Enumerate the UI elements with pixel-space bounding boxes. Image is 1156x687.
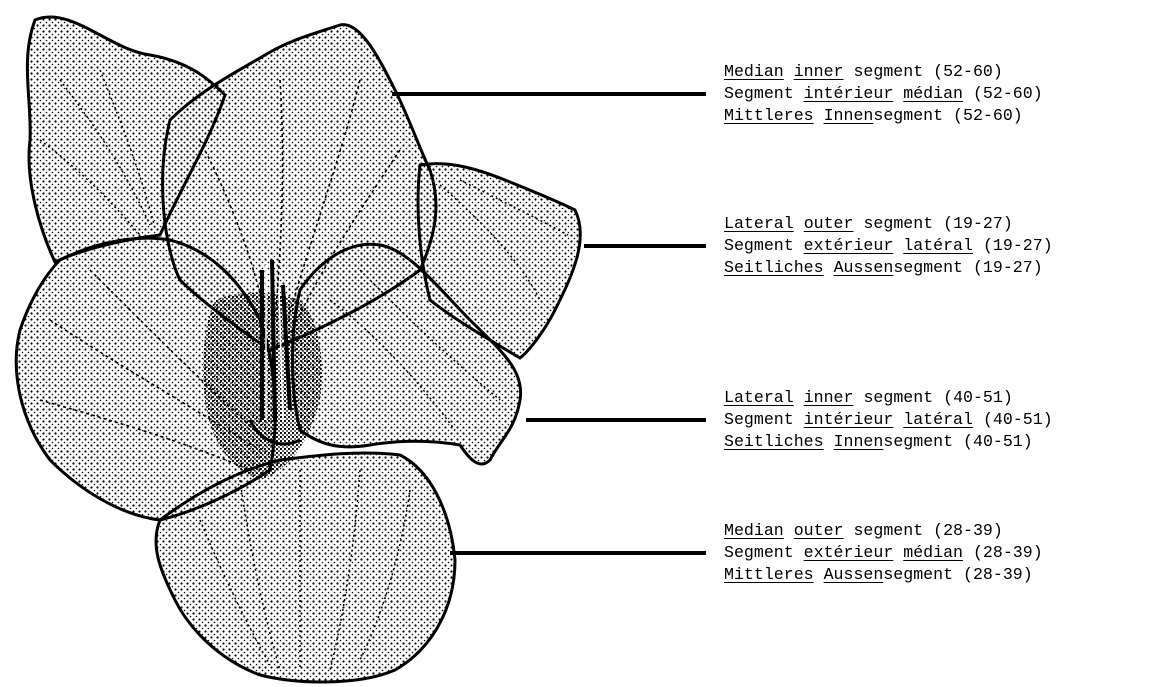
label-text: segment (40-51): [853, 388, 1012, 407]
label-median-inner: Median inner segment (52-60)Segment inté…: [724, 61, 1043, 127]
label-text: segment (19-27): [853, 214, 1012, 233]
label-lateral-outer: Lateral outer segment (19-27)Segment ext…: [724, 213, 1053, 279]
underlined-term: Innen: [834, 432, 884, 451]
label-text: [784, 521, 794, 540]
label-lateral-inner: Lateral inner segment (40-51)Segment int…: [724, 387, 1053, 453]
leader-line-median-outer: [450, 551, 706, 555]
underlined-term: intérieur: [804, 410, 894, 429]
label-text: [814, 565, 824, 584]
underlined-term: Aussen: [834, 258, 894, 277]
underlined-term: inner: [794, 62, 844, 81]
label-text: segment (40-51): [883, 432, 1032, 451]
underlined-term: intérieur: [804, 84, 894, 103]
underlined-term: extérieur: [804, 236, 894, 255]
underlined-term: Lateral: [724, 214, 794, 233]
underlined-term: outer: [804, 214, 854, 233]
label-line: Median outer segment (28-39): [724, 520, 1043, 542]
label-line: Segment intérieur latéral (40-51): [724, 409, 1053, 431]
label-line: Segment extérieur latéral (19-27): [724, 235, 1053, 257]
underlined-term: Seitliches: [724, 258, 824, 277]
underlined-term: Median: [724, 62, 784, 81]
label-text: segment (52-60): [844, 62, 1003, 81]
underlined-term: Innen: [824, 106, 874, 125]
label-line: Mittleres Aussensegment (28-39): [724, 564, 1043, 586]
underlined-term: extérieur: [804, 543, 894, 562]
label-line: Segment intérieur médian (52-60): [724, 83, 1043, 105]
label-text: [893, 410, 903, 429]
label-text: [824, 432, 834, 451]
label-text: [824, 258, 834, 277]
underlined-term: latéral: [903, 410, 973, 429]
leader-line-lateral-inner: [526, 418, 706, 422]
label-line: Lateral inner segment (40-51): [724, 387, 1053, 409]
label-text: [814, 106, 824, 125]
leader-line-lateral-outer: [584, 244, 706, 248]
label-text: Segment: [724, 236, 804, 255]
label-text: segment (28-39): [883, 565, 1032, 584]
label-text: [784, 62, 794, 81]
label-text: (19-27): [973, 236, 1053, 255]
label-line: Segment extérieur médian (28-39): [724, 542, 1043, 564]
label-line: Mittleres Innensegment (52-60): [724, 105, 1043, 127]
label-text: (28-39): [963, 543, 1043, 562]
label-median-outer: Median outer segment (28-39)Segment exté…: [724, 520, 1043, 586]
underlined-term: Seitliches: [724, 432, 824, 451]
label-line: Lateral outer segment (19-27): [724, 213, 1053, 235]
label-text: [794, 214, 804, 233]
label-line: Seitliches Aussensegment (19-27): [724, 257, 1053, 279]
underlined-term: médian: [903, 543, 963, 562]
label-text: (52-60): [963, 84, 1043, 103]
label-text: Segment: [724, 543, 804, 562]
underlined-term: latéral: [903, 236, 973, 255]
label-text: (40-51): [973, 410, 1053, 429]
label-text: Segment: [724, 84, 804, 103]
label-text: [893, 236, 903, 255]
label-text: segment (28-39): [844, 521, 1003, 540]
underlined-term: outer: [794, 521, 844, 540]
underlined-term: Lateral: [724, 388, 794, 407]
label-text: segment (52-60): [873, 106, 1022, 125]
underlined-term: Median: [724, 521, 784, 540]
leader-line-median-inner: [392, 92, 706, 96]
label-line: Seitliches Innensegment (40-51): [724, 431, 1053, 453]
label-text: [893, 84, 903, 103]
label-text: segment (19-27): [893, 258, 1042, 277]
underlined-term: Mittleres: [724, 565, 814, 584]
iris-flower-illustration: [0, 0, 720, 687]
label-text: [794, 388, 804, 407]
underlined-term: médian: [903, 84, 963, 103]
underlined-term: inner: [804, 388, 854, 407]
label-line: Median inner segment (52-60): [724, 61, 1043, 83]
label-text: [893, 543, 903, 562]
label-text: Segment: [724, 410, 804, 429]
underlined-term: Mittleres: [724, 106, 814, 125]
underlined-term: Aussen: [824, 565, 884, 584]
